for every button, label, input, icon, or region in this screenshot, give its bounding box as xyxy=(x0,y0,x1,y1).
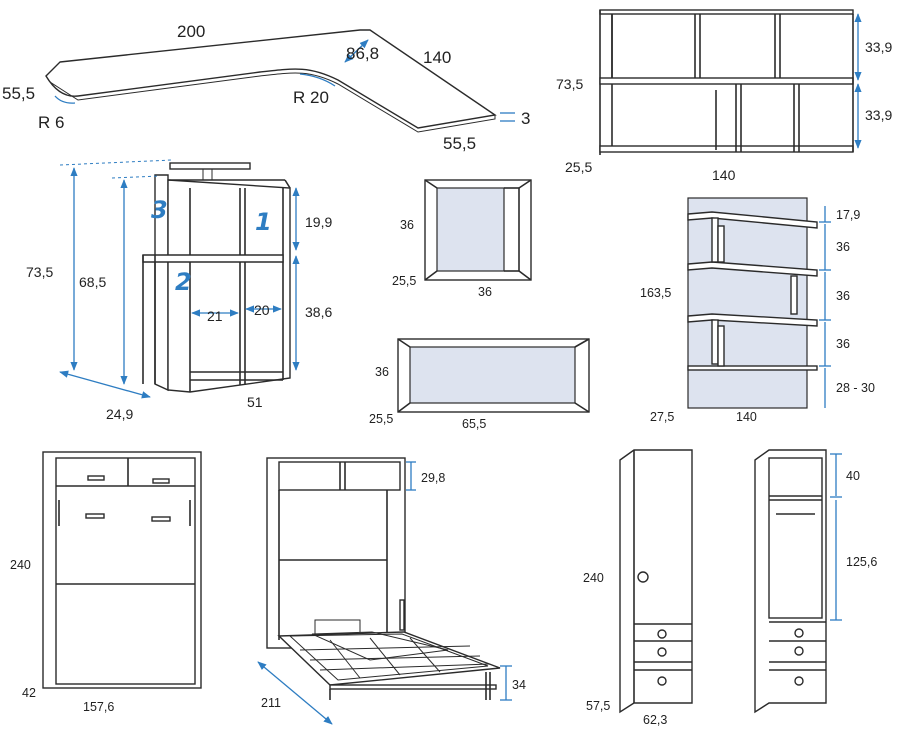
cube-desk-depth-label: 24,9 xyxy=(106,406,133,422)
long-cube-depth-label: 25,5 xyxy=(369,412,393,426)
wardrobe-open-drawing: 40 125,6 xyxy=(754,449,877,714)
wall-shelf-depth-label: 27,5 xyxy=(650,410,674,424)
wall-bed-open-top-height-label: 29,8 xyxy=(421,471,445,485)
cube-desk-width-label: 51 xyxy=(247,394,263,410)
wall-shelf-row3-label: 36 xyxy=(836,289,850,303)
cube-desk-upper-height-label: 19,9 xyxy=(305,214,332,230)
wall-shelf-row4-label: 36 xyxy=(836,337,850,351)
wall-shelf-row1-label: 17,9 xyxy=(836,208,860,222)
cube-desk-badge-1: 1 xyxy=(255,208,272,236)
corner-desk-drawing: 200 140 86,8 55,5 55,5 R 6 R 20 3 xyxy=(2,22,530,153)
desk-length-main-label: 200 xyxy=(177,22,205,41)
wall-bed-closed-width-label: 157,6 xyxy=(83,700,114,714)
desk-depth-right-label: 55,5 xyxy=(443,134,476,153)
wardrobe-closed-drawing: 240 57,5 62,3 xyxy=(583,449,693,727)
wall-bed-closed-drawing: 240 42 157,6 xyxy=(10,451,202,714)
wall-shelf-width-label: 140 xyxy=(736,410,757,424)
shelf-lower-height-label: 33,9 xyxy=(865,107,892,123)
cube-desk-depth-dim xyxy=(59,370,151,399)
wall-bed-closed-depth-label: 42 xyxy=(22,686,36,700)
cube-desk-drawing: 3 1 2 73,5 68,5 24,9 51 19,9 38,6 21 20 xyxy=(26,159,332,422)
small-cube-drawing: 36 25,5 36 xyxy=(392,179,532,299)
cube-desk-badge-3: 3 xyxy=(151,196,168,224)
wall-bed-open-length-dim xyxy=(257,661,333,725)
shelf-width-label: 140 xyxy=(712,167,736,183)
shelf-height-label: 73,5 xyxy=(556,76,583,92)
wall-bed-open-drawing: 29,8 211 34 xyxy=(257,457,526,725)
wardrobe-open-hanging-height-label: 125,6 xyxy=(846,555,877,569)
cube-desk-badge-2: 2 xyxy=(175,268,192,296)
small-cube-height-label: 36 xyxy=(400,218,414,232)
wall-bed-open-leg-height-label: 34 xyxy=(512,678,526,692)
wall-bed-open-length-label: 211 xyxy=(261,696,281,710)
small-cube-depth-label: 25,5 xyxy=(392,274,416,288)
wall-shelf-height-label: 163,5 xyxy=(640,286,671,300)
desk-corner-dim-line xyxy=(344,39,369,63)
desk-corner-dim-label: 86,8 xyxy=(346,44,379,63)
long-cube-width-label: 65,5 xyxy=(462,417,486,431)
cube-desk-inner-height-label: 68,5 xyxy=(79,274,106,290)
wall-panel-shelf-drawing: 163,5 27,5 140 17,9 36 36 36 28 - 30 xyxy=(640,197,875,424)
cube-desk-lower-height-label: 38,6 xyxy=(305,304,332,320)
wardrobe-closed-depth-label: 57,5 xyxy=(586,699,610,713)
desk-radius-small-arc xyxy=(54,95,76,104)
small-cube-width-label: 36 xyxy=(478,285,492,299)
shelf-upper-height-label: 33,9 xyxy=(865,39,892,55)
cube-desk-right-width-label: 20 xyxy=(254,302,270,318)
shelf-depth-label: 25,5 xyxy=(565,159,592,175)
wall-shelf-row5-label: 28 - 30 xyxy=(836,381,875,395)
desk-depth-left-label: 55,5 xyxy=(2,84,35,103)
long-cube-drawing: 36 25,5 65,5 xyxy=(369,338,590,431)
desk-radius-large-label: R 20 xyxy=(293,88,329,107)
wall-shelf-row2-label: 36 xyxy=(836,240,850,254)
long-cube-height-label: 36 xyxy=(375,365,389,379)
cube-desk-left-width-label: 21 xyxy=(207,308,223,324)
desk-thickness-label: 3 xyxy=(521,109,530,128)
wardrobe-open-top-height-label: 40 xyxy=(846,469,860,483)
desk-length-side-label: 140 xyxy=(423,48,451,67)
wall-bed-closed-height-label: 240 xyxy=(10,558,31,572)
desk-radius-large-arc xyxy=(299,73,336,87)
wardrobe-closed-width-label: 62,3 xyxy=(643,713,667,727)
cube-desk-total-height-label: 73,5 xyxy=(26,264,53,280)
wardrobe-closed-height-label: 240 xyxy=(583,571,604,585)
desk-radius-small-label: R 6 xyxy=(38,113,64,132)
staggered-shelf-drawing: 73,5 25,5 140 33,9 33,9 xyxy=(556,9,892,183)
